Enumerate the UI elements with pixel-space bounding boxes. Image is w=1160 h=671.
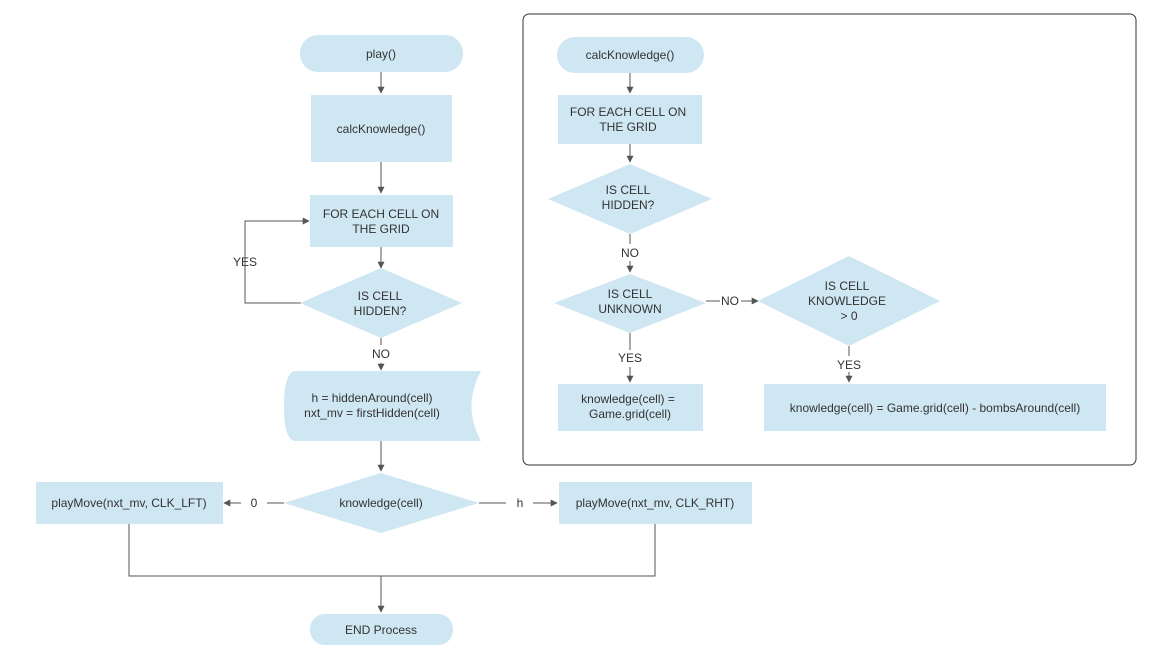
edge-left-merge — [128, 524, 381, 577]
sub-assign-grid-line-2: Game.grid(cell) — [589, 407, 671, 421]
main-edges — [128, 72, 656, 613]
sub-assign-diff-process — [764, 384, 1106, 431]
sub-knowledge-positive-decision — [758, 256, 940, 346]
sub-knowledge-pos-line-1: IS CELL — [825, 279, 870, 293]
sub-edges — [626, 73, 853, 383]
is-hidden-line-2: HIDDEN? — [354, 304, 407, 318]
sub-is-unknown-decision — [554, 274, 706, 333]
compute-line-1: h = hiddenAround(cell) — [311, 391, 432, 405]
sub-calc-label: calcKnowledge() — [586, 48, 675, 62]
sub-no-label-2: NO — [721, 294, 739, 308]
main-flow: play() calcKnowledge() FOR EACH CELL ON … — [36, 35, 752, 645]
sub-for-each-process — [558, 95, 702, 144]
compute-stored-data — [284, 371, 481, 441]
sub-is-unknown-line-1: IS CELL — [608, 287, 653, 301]
sub-flow: calcKnowledge() FOR EACH CELL ON THE GRI… — [548, 37, 1106, 431]
sub-is-unknown-line-2: UNKNOWN — [598, 302, 661, 316]
play-terminator — [300, 35, 463, 72]
calc-knowledge-process — [311, 95, 452, 162]
play-move-left-process — [36, 482, 223, 524]
sub-is-hidden-decision — [548, 164, 712, 234]
compute-line-2: nxt_mv = firstHidden(cell) — [304, 406, 440, 420]
sub-assign-grid-process — [558, 384, 703, 431]
for-each-line-1: FOR EACH CELL ON — [323, 207, 439, 221]
sub-yes-label-1: YES — [618, 351, 642, 365]
knowledge-decision — [284, 473, 479, 533]
yes-label: YES — [233, 255, 257, 269]
calc-knowledge-label: calcKnowledge() — [337, 122, 426, 136]
is-hidden-line-1: IS CELL — [358, 289, 403, 303]
edge-hidden-yes-loop — [244, 217, 310, 304]
edge-right-merge — [381, 524, 656, 577]
h-label: h — [517, 496, 524, 510]
sub-for-each-line-2: THE GRID — [599, 120, 657, 134]
for-each-cell-process — [310, 195, 453, 247]
calc-knowledge-subprocess-frame — [522, 13, 1137, 466]
sub-yes-label-2: YES — [837, 358, 861, 372]
sub-knowledge-pos-line-3: > 0 — [840, 309, 857, 323]
zero-label: 0 — [251, 496, 258, 510]
sub-knowledge-pos-line-2: KNOWLEDGE — [808, 294, 886, 308]
no-label: NO — [372, 347, 390, 361]
for-each-line-2: THE GRID — [352, 222, 410, 236]
end-process-terminator — [310, 614, 453, 645]
sub-no-label-1: NO — [621, 246, 639, 260]
end-process-label: END Process — [345, 623, 417, 637]
sub-is-hidden-line-1: IS CELL — [606, 183, 651, 197]
knowledge-label: knowledge(cell) — [339, 496, 422, 510]
play-move-right-process — [559, 482, 752, 524]
sub-assign-grid-line-1: knowledge(cell) = — [581, 392, 675, 406]
is-cell-hidden-decision — [300, 268, 462, 338]
sub-calc-terminator — [557, 37, 704, 73]
sub-for-each-line-1: FOR EACH CELL ON — [570, 105, 686, 119]
play-label: play() — [366, 47, 396, 61]
sub-is-hidden-line-2: HIDDEN? — [602, 198, 655, 212]
play-move-right-label: playMove(nxt_mv, CLK_RHT) — [576, 496, 734, 510]
sub-assign-diff-label: knowledge(cell) = Game.grid(cell) - bomb… — [790, 401, 1080, 415]
play-move-left-label: playMove(nxt_mv, CLK_LFT) — [51, 496, 206, 510]
